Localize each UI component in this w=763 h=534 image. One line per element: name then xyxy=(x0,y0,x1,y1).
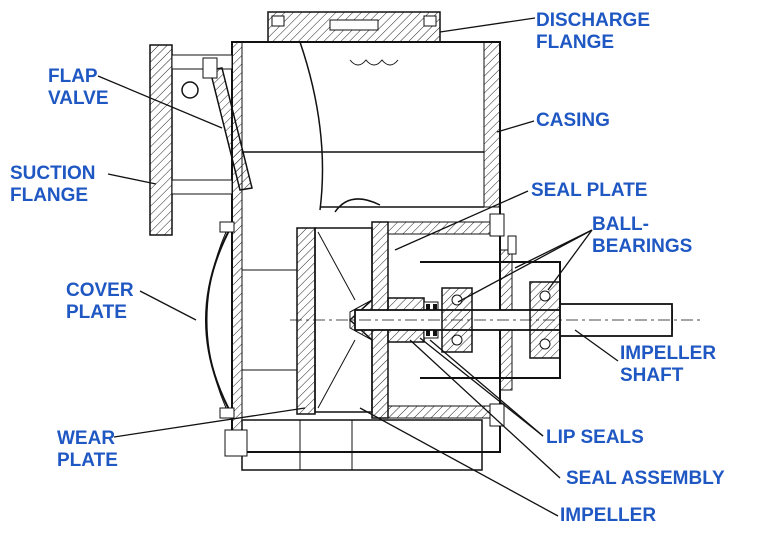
leader-discharge-flange xyxy=(439,17,536,33)
label-suction-flange-line1: SUCTION xyxy=(10,163,96,184)
wear-plate-part xyxy=(296,227,316,415)
label-cover-plate-line2: PLATE xyxy=(66,302,127,323)
label-casing: CASING xyxy=(536,110,610,132)
label-discharge-flange: DISCHARGE FLANGE xyxy=(536,10,650,54)
label-wear-plate: WEAR PLATE xyxy=(57,428,118,472)
label-impeller-shaft-line2: SHAFT xyxy=(620,365,684,386)
label-seal-plate-line1: SEAL PLATE xyxy=(531,180,648,201)
leader-seal-plate xyxy=(394,190,529,251)
label-suction-flange-line2: FLANGE xyxy=(10,185,89,206)
ball-bearings-part xyxy=(441,281,561,359)
label-ball-bearings: BALL- BEARINGS xyxy=(592,214,692,258)
leader-wear-plate xyxy=(113,407,306,438)
casing-part xyxy=(231,41,501,453)
leader-lip-seals-a xyxy=(429,339,544,437)
label-discharge-flange-line2: FLANGE xyxy=(536,32,615,53)
label-lip-seals-line1: LIP SEALS xyxy=(546,427,644,448)
label-wear-plate-line1: WEAR xyxy=(57,428,116,449)
leader-impeller xyxy=(359,407,559,517)
label-casing-line1: CASING xyxy=(536,110,610,131)
discharge-flange-part xyxy=(267,11,441,43)
label-seal-plate: SEAL PLATE xyxy=(531,180,647,202)
leader-casing xyxy=(496,120,535,133)
label-flap-valve: FLAP VALVE xyxy=(48,66,109,110)
label-flap-valve-line2: VALVE xyxy=(48,88,109,109)
label-cover-plate: COVER PLATE xyxy=(66,280,134,324)
label-ball-bearings-line1: BALL- xyxy=(592,214,649,235)
impeller-part xyxy=(314,198,381,413)
impeller-shaft-part xyxy=(290,303,700,337)
leader-lines xyxy=(97,17,619,517)
label-flap-valve-line1: FLAP xyxy=(48,66,98,87)
leader-ball-bearings-c xyxy=(457,229,593,303)
leader-cover-plate xyxy=(139,290,197,321)
label-suction-flange: SUCTION FLANGE xyxy=(10,163,96,207)
cover-plate-part xyxy=(205,221,298,419)
leader-lip-seals-b xyxy=(419,337,544,437)
label-seal-assembly-line1: SEAL ASSEMBLY xyxy=(566,468,725,489)
leader-suction-flange xyxy=(107,173,157,185)
label-impeller-line1: IMPELLER xyxy=(560,505,657,526)
label-ball-bearings-line2: BEARINGS xyxy=(592,236,693,257)
label-discharge-flange-line1: DISCHARGE xyxy=(536,10,651,31)
label-cover-plate-line1: COVER xyxy=(66,280,134,301)
leader-ball-bearings-b xyxy=(547,229,593,291)
label-wear-plate-line2: PLATE xyxy=(57,450,118,471)
label-impeller-shaft: IMPELLER SHAFT xyxy=(620,343,716,387)
leader-flap-valve xyxy=(97,75,223,129)
label-seal-assembly: SEAL ASSEMBLY xyxy=(566,468,725,490)
flap-valve-part xyxy=(202,57,253,191)
casing-base-part xyxy=(224,419,483,471)
label-impeller-shaft-line1: IMPELLER xyxy=(620,343,717,364)
label-lip-seals: LIP SEALS xyxy=(546,427,644,449)
label-impeller: IMPELLER xyxy=(560,505,656,527)
leader-seal-assembly xyxy=(409,339,561,479)
leader-impeller-shaft xyxy=(574,329,619,362)
